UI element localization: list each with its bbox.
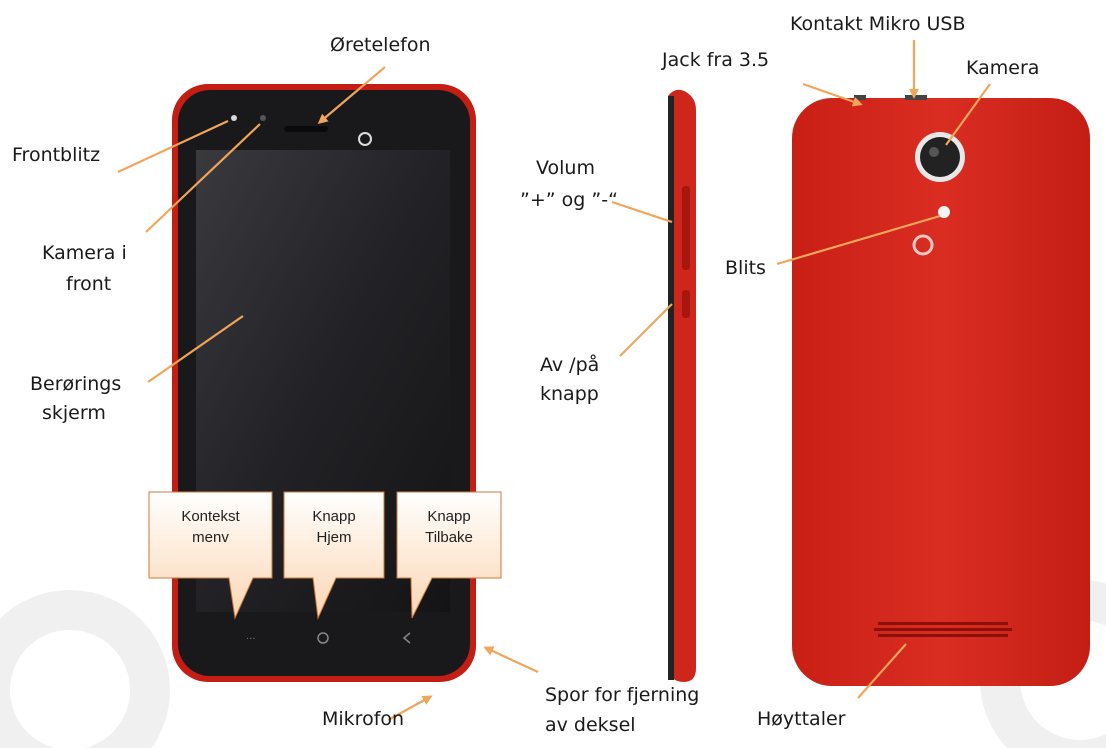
callout-back-line-2: Tilbake [425,529,473,546]
label-volume: Volum ”+” og ”-“ [520,156,618,213]
label-earpiece: Øretelefon [330,34,431,56]
phone-side [668,89,696,682]
label-cover-slot-line-1: Spor for fjerning [545,684,700,706]
callout-back-text: Knapp Tilbake [397,506,501,548]
front-camera-dot [260,115,266,121]
flash-dot [938,206,950,218]
label-volume-line-2: ”+” og ”-“ [520,189,618,211]
usb-port [905,95,927,100]
front-flash-dot [231,115,237,121]
label-cover-slot-line-2: av deksel [545,714,636,736]
label-speaker: Høyttaler [757,708,846,730]
label-volume-line-1: Volum [536,157,595,179]
home-key-icon [317,632,329,644]
callout-home-line-1: Knapp [312,508,356,525]
label-power-line-1: Av /på [540,354,600,376]
power-button [682,290,690,318]
speaker-grille [874,622,1012,637]
label-touchscreen-line-1: Berørings [30,373,122,395]
label-audio-jack: Jack fra 3.5 [662,49,770,71]
volume-button [682,186,690,270]
callout-context-menu-text: Kontekst menv [149,506,272,548]
callout-home [283,491,385,620]
callout-home-text: Knapp Hjem [284,506,384,548]
label-cover-slot: Spor for fjerning av deksel [545,683,699,738]
back-key-icon [402,632,411,644]
earpiece-slot [284,126,328,132]
ngm-logo-back [912,234,934,256]
label-touchscreen: Berørings skjerm [30,372,121,426]
label-touchscreen-line-2: skjerm [42,402,106,424]
label-power-line-2: knapp [540,383,599,405]
callout-context-line-1: Kontekst [181,508,240,525]
ngm-logo-front [358,132,372,146]
phone-back [792,95,1090,686]
audio-jack [854,95,866,100]
callout-context-line-2: menv [192,529,229,546]
callout-context-menu [148,491,273,620]
callout-back-line-1: Knapp [427,508,471,525]
label-front-flash: Frontblitz [12,144,101,166]
menu-key-icon: ··· [246,634,256,645]
label-front-camera-line-1: Kamera i [42,242,127,264]
callout-back [396,491,502,619]
leader-lines [117,40,991,721]
label-front-camera: Kamera i front [42,241,127,297]
label-microphone: Mikrofon [322,708,405,730]
callout-home-line-2: Hjem [316,529,352,546]
label-flash: Blits [725,257,766,279]
label-camera: Kamera [966,57,1040,79]
label-power: Av /på knapp [540,353,599,407]
label-usb: Kontakt Mikro USB [790,13,966,35]
label-front-camera-line-2: front [66,273,112,295]
